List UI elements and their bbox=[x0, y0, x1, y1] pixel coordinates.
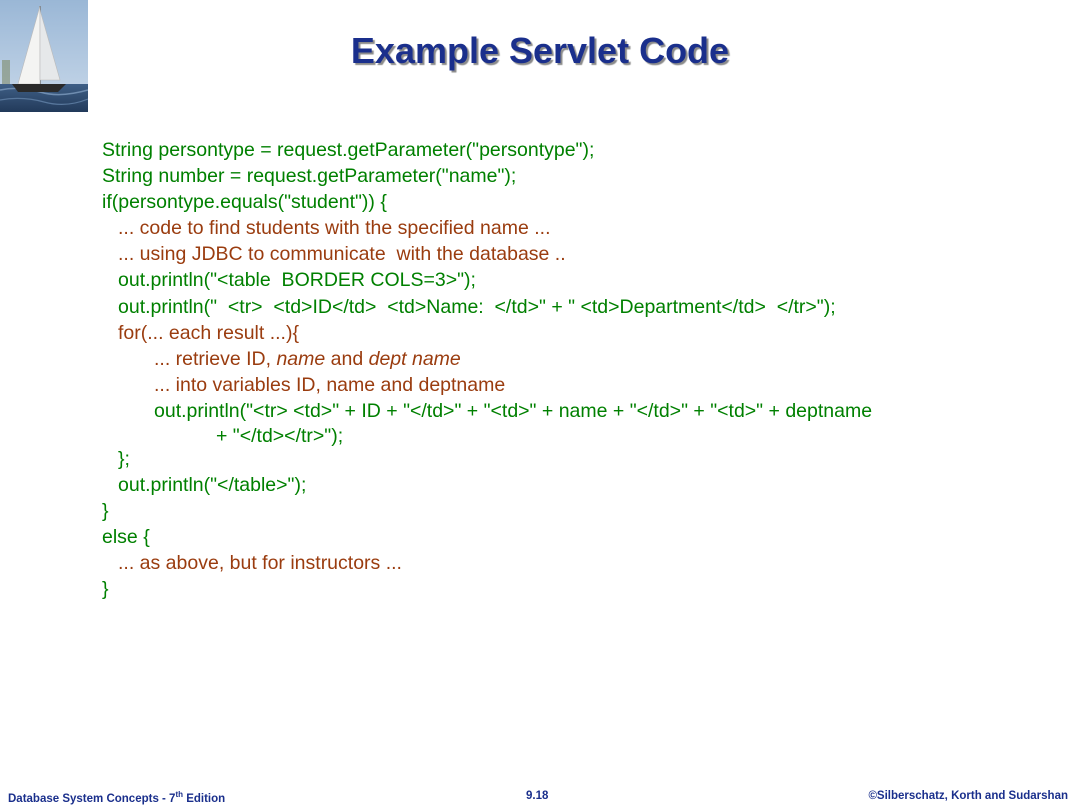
footer-text: Database System Concepts - 7 bbox=[8, 792, 176, 805]
sailboat-logo-icon bbox=[0, 0, 88, 112]
code-continuation-text: + "</td></tr>"); bbox=[216, 424, 344, 447]
code-line: out.println("<tr> <td>" + ID + "</td>" +… bbox=[102, 399, 1062, 447]
code-line: String number = request.getParameter("na… bbox=[102, 165, 517, 188]
footer-copyright: ©Silberschatz, Korth and Sudarshan bbox=[868, 790, 1068, 802]
footer-page-number: 9.18 bbox=[526, 790, 549, 802]
code-line: }; bbox=[118, 447, 130, 470]
footer-superscript: th bbox=[175, 790, 184, 799]
code-comment-line: ... using JDBC to communicate with the d… bbox=[118, 243, 566, 266]
footer-book-title: Database System Concepts - 7th Edition bbox=[8, 790, 225, 805]
code-line: out.println(" <tr> <td>ID</td> <td>Name:… bbox=[118, 295, 836, 318]
code-comment-line: ... into variables ID, name and deptname bbox=[154, 373, 506, 396]
footer-text: Edition bbox=[183, 792, 226, 805]
slide-title: Example Servlet Code bbox=[350, 30, 730, 71]
code-italic-text: dept name bbox=[368, 347, 461, 370]
code-line: out.println("</table>"); bbox=[118, 474, 307, 497]
code-line: } bbox=[102, 578, 109, 601]
code-text: ... retrieve ID, bbox=[154, 347, 277, 370]
code-line: else { bbox=[102, 526, 150, 549]
code-line: out.println("<table BORDER COLS=3>"); bbox=[118, 269, 476, 292]
code-comment-line: ... code to find students with the speci… bbox=[118, 217, 551, 240]
code-comment-line: ... as above, but for instructors ... bbox=[118, 552, 402, 575]
code-italic-text: name bbox=[276, 347, 326, 370]
code-comment-line: ... retrieve ID, name and dept name bbox=[102, 347, 1062, 373]
code-line: if(persontype.equals("student")) { bbox=[102, 191, 387, 214]
code-comment-line: for(... each result ...){ bbox=[118, 321, 299, 344]
code-block: String persontype = request.getParameter… bbox=[102, 138, 1062, 604]
code-line: } bbox=[102, 500, 109, 523]
code-text: out.println("<tr> <td>" + ID + "</td>" +… bbox=[154, 399, 873, 422]
code-text: and bbox=[325, 347, 369, 370]
code-line: String persontype = request.getParameter… bbox=[102, 139, 595, 161]
